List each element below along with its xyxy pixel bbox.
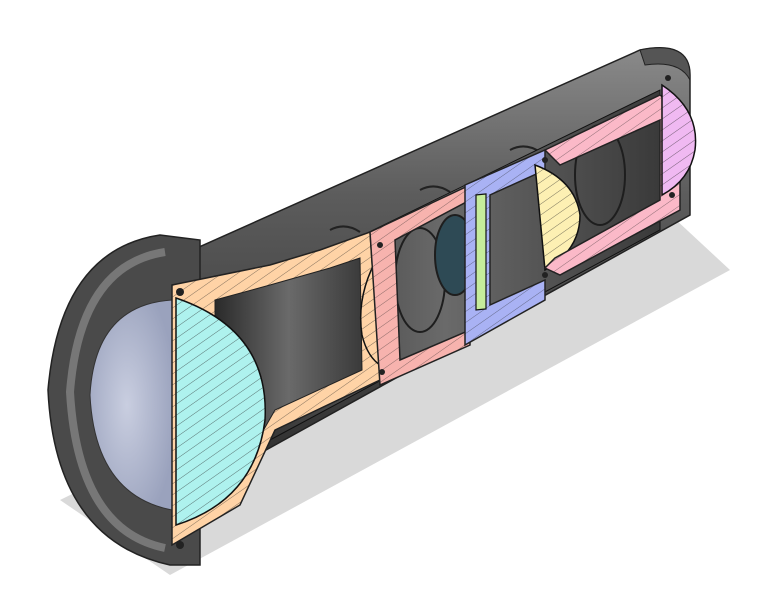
thread-marker <box>379 369 385 375</box>
section-yellow-lens-hatch <box>535 165 580 270</box>
thread-marker <box>176 541 184 549</box>
thread-marker <box>377 242 383 248</box>
barrel-groove <box>419 185 451 193</box>
thread-marker <box>542 272 548 278</box>
front-housing-rim <box>65 248 166 552</box>
section-pink-housing-hatch <box>545 95 680 275</box>
rear-cap <box>639 47 691 81</box>
thread-marker <box>542 157 548 163</box>
section-green-filter <box>475 193 487 311</box>
section-magenta-lens-hatch <box>662 85 696 195</box>
thread-marker <box>665 75 671 81</box>
section-salmon-spacer-hatch <box>370 185 470 385</box>
front-lens-face <box>89 299 173 511</box>
thread-marker <box>669 192 675 198</box>
barrel-groove <box>329 225 361 233</box>
thread-marker <box>176 288 184 296</box>
section-cyan-lens-hatch <box>176 298 266 525</box>
